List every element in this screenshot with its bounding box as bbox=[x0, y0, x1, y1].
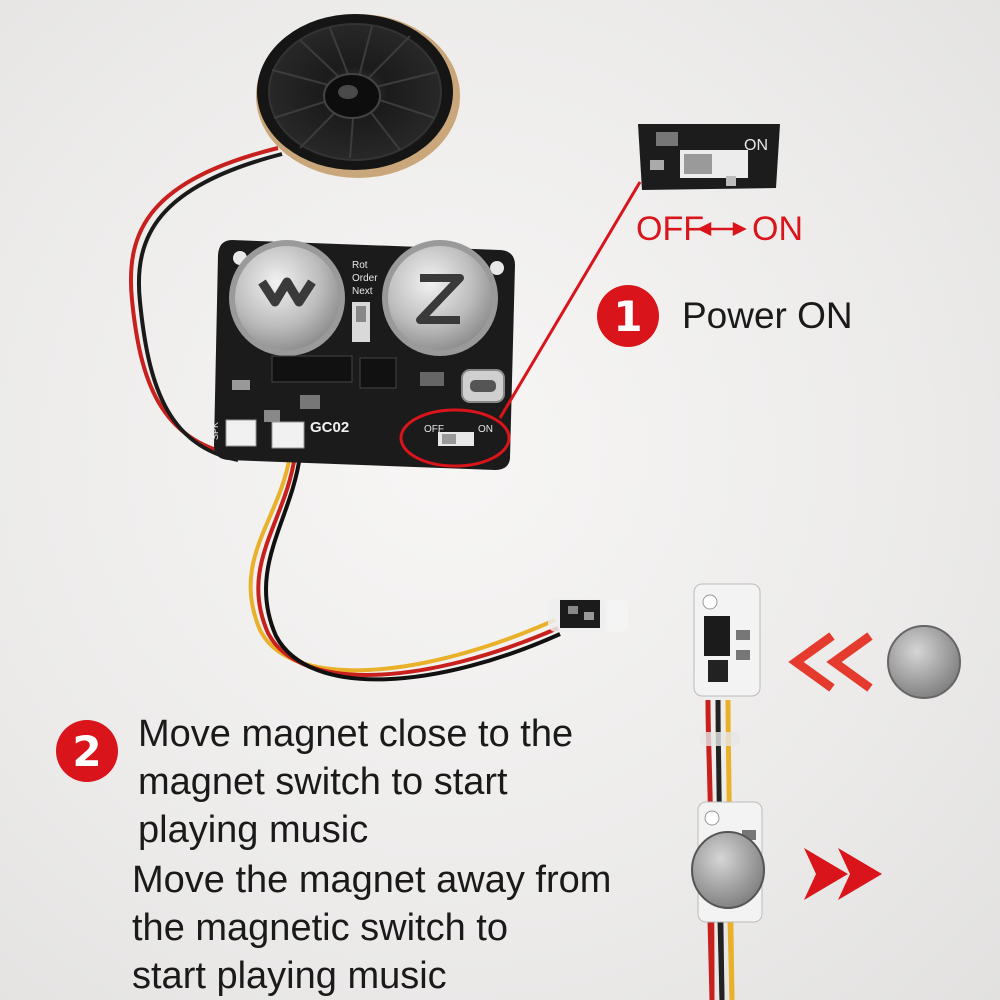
magnet-disc-top bbox=[887, 625, 961, 699]
battery-right bbox=[382, 240, 498, 356]
step2-line-6: start playing music bbox=[132, 955, 447, 997]
away-arrows-icon bbox=[804, 848, 882, 900]
battery-left bbox=[229, 240, 345, 356]
step2-line-3: playing music bbox=[138, 809, 369, 851]
step2-line-4: Move the magnet away from bbox=[132, 859, 612, 901]
approach-arrows-icon bbox=[788, 632, 873, 692]
step2-line-1: Move magnet close to the bbox=[138, 713, 574, 755]
magnet-sensor-away bbox=[691, 801, 765, 1000]
board-mode-label-order: Order bbox=[352, 273, 378, 284]
board-switch-off-label: OFF bbox=[424, 424, 444, 435]
magnet-sensor-approach bbox=[693, 583, 761, 1000]
speaker bbox=[256, 14, 460, 178]
step2-badge: 2 bbox=[56, 720, 118, 782]
step2-line-5: the magnetic switch to bbox=[132, 907, 508, 949]
board-mode-label-rot: Rot bbox=[352, 260, 368, 271]
off-on-arrow-icon bbox=[697, 221, 747, 237]
switch-zoom-inset bbox=[638, 124, 780, 190]
board-model-label: GC02 bbox=[310, 419, 349, 436]
board-spk-label: SPK bbox=[210, 422, 220, 440]
step2-line-2: magnet switch to start bbox=[138, 761, 508, 803]
on-caption: ON bbox=[752, 210, 803, 248]
step1-badge: 1 bbox=[597, 285, 659, 347]
magnet-sensor-small bbox=[548, 598, 628, 632]
step1-text: Power ON bbox=[682, 295, 853, 336]
switch-highlight bbox=[399, 408, 511, 468]
board-mode-label-next: Next bbox=[352, 286, 373, 297]
board-switch-on-label: ON bbox=[478, 424, 493, 435]
sensor-wires bbox=[248, 454, 561, 682]
speaker-wires bbox=[128, 146, 283, 462]
zoom-on-label: ON bbox=[744, 137, 768, 154]
off-caption: OFF bbox=[636, 210, 704, 248]
callout-line bbox=[498, 181, 642, 419]
